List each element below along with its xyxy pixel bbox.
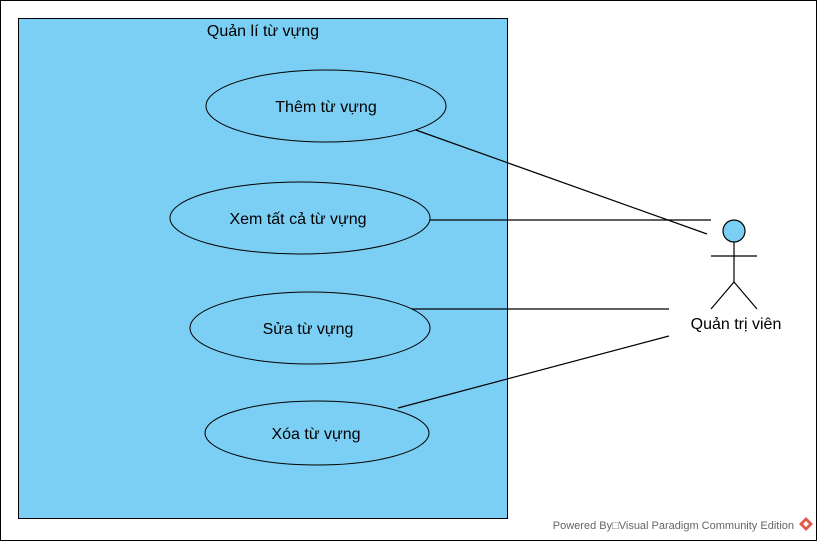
use-case-label: Xem tất cả từ vựng	[229, 211, 366, 228]
use-case-add[interactable]: Thêm từ vựng	[205, 69, 447, 143]
association-line-uc4[interactable]	[397, 335, 670, 409]
use-case-ellipse[interactable]	[169, 181, 431, 255]
actor-label: Quản trị viên	[691, 316, 782, 333]
use-case-view-all[interactable]: Xem tất cả từ vựng	[169, 181, 431, 255]
use-case-ellipse[interactable]	[205, 69, 447, 143]
use-case-ellipse[interactable]	[204, 400, 430, 466]
watermark: Powered By□Visual Paradigm Community Edi…	[553, 517, 813, 532]
use-case-label: Thêm từ vựng	[275, 99, 376, 116]
use-case-edit[interactable]: Sửa từ vựng	[189, 291, 431, 365]
visual-paradigm-logo-icon	[799, 517, 813, 531]
actor-admin[interactable]: Quản trị viên	[691, 219, 782, 333]
association-line-uc1[interactable]	[412, 128, 708, 235]
use-case-label: Sửa từ vựng	[263, 321, 354, 338]
use-case-ellipse[interactable]	[189, 291, 431, 365]
associations	[397, 128, 711, 409]
use-case-label: Xóa từ vựng	[271, 426, 360, 443]
watermark-text: Powered By□Visual Paradigm Community Edi…	[553, 520, 794, 532]
actor-stick-figure-icon	[710, 219, 758, 310]
use-case-delete[interactable]: Xóa từ vựng	[204, 400, 430, 466]
system-title: Quản lí từ vựng	[207, 23, 319, 40]
